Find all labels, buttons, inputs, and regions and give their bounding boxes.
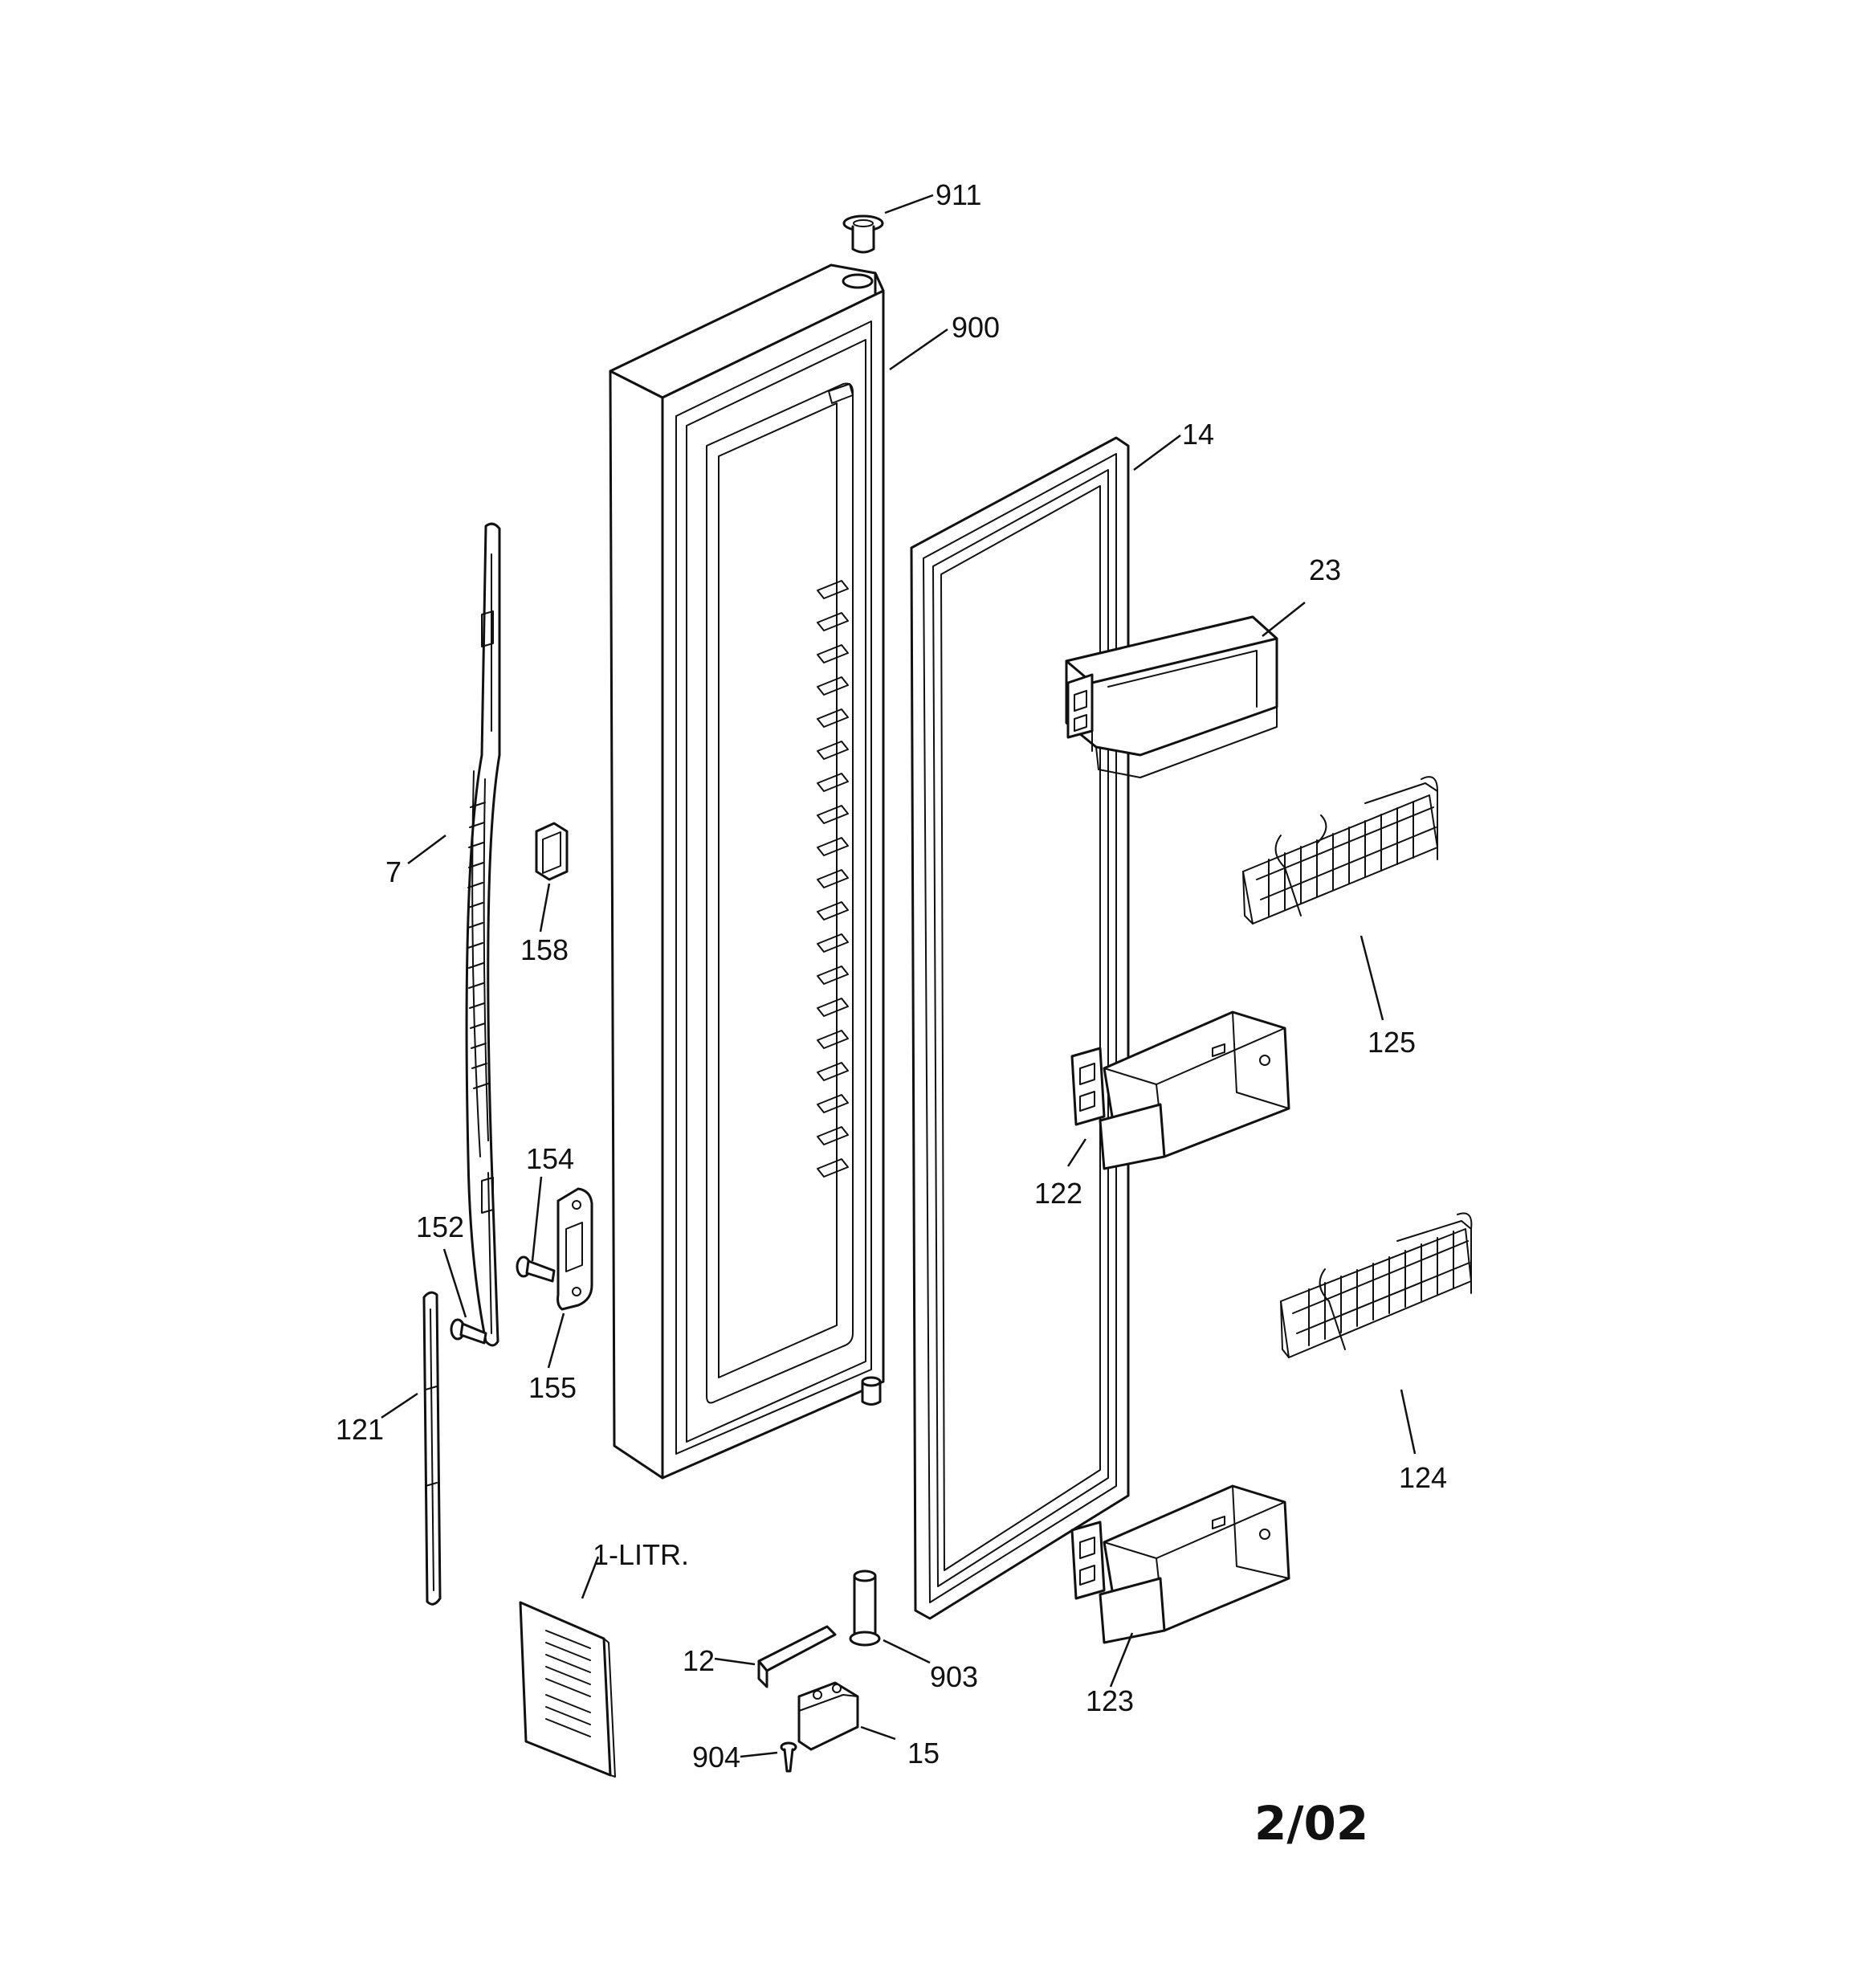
label-903: 903 bbox=[930, 1660, 978, 1693]
part-125-wire-basket bbox=[1242, 776, 1438, 925]
part-154-screw bbox=[516, 1255, 556, 1283]
part-23-door-bin bbox=[1065, 615, 1278, 778]
label-124: 124 bbox=[1399, 1461, 1447, 1494]
part-904-screw bbox=[780, 1741, 797, 1773]
label-154: 154 bbox=[526, 1142, 574, 1175]
part-911-bushing bbox=[842, 214, 884, 254]
label-904: 904 bbox=[692, 1741, 740, 1774]
callout-labels: 911 900 14 23 7 158 125 154 152 122 155 … bbox=[336, 178, 1447, 1774]
part-122-door-bin bbox=[1070, 1010, 1290, 1170]
label-14: 14 bbox=[1182, 418, 1214, 451]
label-125: 125 bbox=[1368, 1026, 1416, 1059]
label-23: 23 bbox=[1309, 553, 1341, 586]
label-911: 911 bbox=[936, 178, 981, 211]
part-903-hinge-pin bbox=[849, 1570, 881, 1647]
part-124-wire-basket bbox=[1280, 1212, 1473, 1358]
label-122: 122 bbox=[1034, 1177, 1082, 1210]
label-12: 12 bbox=[683, 1644, 715, 1677]
label-7: 7 bbox=[385, 855, 402, 888]
part-12-shim bbox=[757, 1625, 837, 1688]
label-152: 152 bbox=[416, 1210, 464, 1243]
label-123: 123 bbox=[1086, 1684, 1134, 1717]
part-900-door bbox=[609, 263, 885, 1480]
part-158-cap bbox=[535, 822, 569, 881]
part-7-handle bbox=[465, 522, 501, 1347]
label-900: 900 bbox=[952, 311, 1000, 344]
label-121: 121 bbox=[336, 1413, 384, 1446]
date-code: 2/02 bbox=[1254, 1796, 1368, 1851]
label-1-litr: 1-LITR. bbox=[593, 1538, 689, 1571]
part-121-trim bbox=[422, 1291, 442, 1606]
label-158: 158 bbox=[520, 933, 569, 966]
part-14-gasket bbox=[910, 436, 1130, 1620]
door-shelf-hooks bbox=[817, 580, 849, 1178]
label-155: 155 bbox=[528, 1371, 577, 1404]
part-155-bracket bbox=[556, 1187, 593, 1311]
part-123-door-bin bbox=[1070, 1484, 1290, 1644]
label-15: 15 bbox=[907, 1737, 940, 1770]
part-152-screw bbox=[450, 1318, 487, 1345]
part-15-hinge bbox=[797, 1681, 859, 1751]
handle-grip-ribs bbox=[467, 802, 489, 1089]
part-1-litr-booklet bbox=[519, 1601, 616, 1778]
leader-lines bbox=[381, 194, 1417, 1758]
